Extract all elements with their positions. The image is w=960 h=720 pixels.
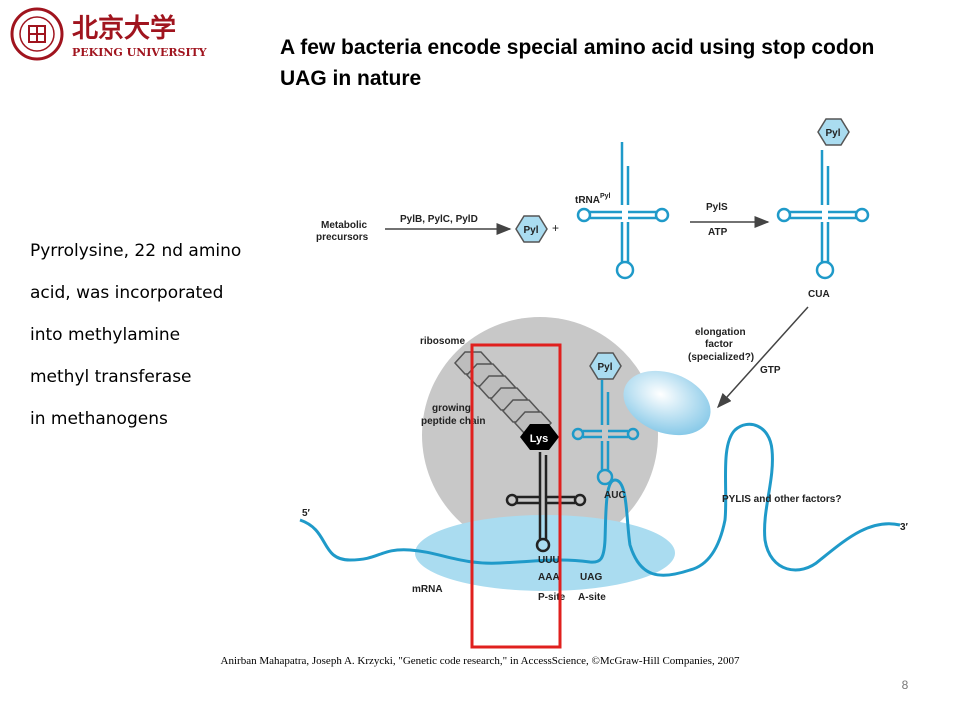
side-description: Pyrrolysine, 22 nd amino acid, was incor…: [30, 236, 280, 446]
factor-label: factor: [705, 339, 733, 350]
trna-pyl-delivered: [571, 380, 640, 486]
uuu-label: UUU: [538, 555, 560, 566]
arrow-elongation: [716, 306, 809, 409]
ribosome-label: ribosome: [420, 336, 465, 347]
lys-residue: [520, 424, 559, 450]
lys-label: Lys: [530, 433, 549, 445]
university-seal-icon: [10, 7, 64, 61]
slide-title: A few bacteria encode special amino acid…: [280, 36, 875, 90]
citation-text: Anirban Mahapatra, Joseph A. Krzycki, "G…: [220, 655, 740, 667]
metabolic-label: Metabolic: [321, 220, 368, 231]
growing-label: growing: [432, 403, 471, 414]
side-line: acid, was incorporated: [30, 283, 224, 303]
pyl-free-label: Pyl: [523, 225, 538, 236]
pyl-ribosome-hexagon: [589, 352, 622, 380]
auc-label: AUC: [604, 490, 626, 501]
pyl-free-hexagon: [515, 215, 548, 243]
aaa-label: AAA: [538, 572, 560, 583]
side-line: methyl transferase: [30, 367, 192, 387]
pylis-label: PYLIS and other factors?: [722, 494, 841, 505]
page-number: 8: [901, 678, 909, 692]
pyl-ribosome-label: Pyl: [597, 362, 612, 373]
trna-base: tRNA: [575, 195, 600, 206]
plus-sign: +: [552, 221, 559, 235]
highlight-box: [470, 343, 562, 649]
peking-university-logo: 北京大学 PEKING UNIVERSITY: [10, 4, 210, 64]
a-site-label: A-site: [578, 592, 606, 603]
trna-superscript: Pyl: [600, 193, 611, 200]
ribosome-small-subunit: [415, 515, 675, 591]
trna-pyl-charged: [776, 150, 870, 280]
citation: Anirban Mahapatra, Joseph A. Krzycki, "G…: [0, 655, 960, 667]
logo-chinese-text: 北京大学: [72, 13, 176, 44]
mrna-label: mRNA: [412, 584, 443, 595]
enzymes-label: PylB, PylC, PylD: [400, 214, 478, 225]
atp-label: ATP: [708, 227, 728, 238]
uag-label: UAG: [580, 572, 602, 583]
side-line: in methanogens: [30, 409, 168, 429]
logo-english-text: PEKING UNIVERSITY: [72, 46, 207, 59]
mrna-strand: [299, 422, 901, 577]
side-line: Pyrrolysine, 22 nd amino: [30, 241, 242, 261]
specialized-label: (specialized?): [688, 352, 754, 363]
three-prime-label: 3′: [900, 522, 909, 533]
pyl-charged-hexagon: [817, 118, 850, 146]
peptide-chain-label: peptide chain: [421, 416, 485, 427]
cua-label: CUA: [808, 289, 830, 300]
p-site-label: P-site: [538, 592, 566, 603]
side-line: into methylamine: [30, 325, 181, 345]
elongation-label: elongation: [695, 327, 746, 338]
five-prime-label: 5′: [302, 508, 311, 519]
trna-pyl-uncharged: [576, 142, 670, 280]
precursors-label: precursors: [316, 232, 369, 243]
peptide-chain: [453, 351, 553, 435]
elongation-factor-ellipse: [623, 370, 711, 436]
trna-label: tRNAPyl: [575, 193, 611, 206]
gtp-label: GTP: [760, 365, 781, 376]
pyls-label: PylS: [706, 202, 728, 213]
pyl-charged-label: Pyl: [825, 128, 840, 139]
